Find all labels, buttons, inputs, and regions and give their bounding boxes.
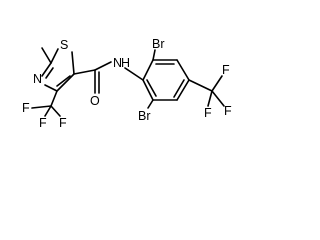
atom-f-c: F bbox=[59, 116, 67, 130]
atom-n3: N bbox=[33, 72, 42, 86]
atom-br-top: Br bbox=[152, 37, 165, 51]
bond-n3-c2 bbox=[41, 62, 52, 77]
bond-s1-c5 bbox=[71, 51, 75, 75]
atom-f-d: F bbox=[222, 63, 230, 77]
atom-f-f: F bbox=[204, 106, 212, 120]
bond-c1-c2b bbox=[142, 59, 154, 81]
atom-f-a: F bbox=[22, 101, 30, 115]
atom-br-bottom: Br bbox=[138, 109, 151, 123]
bond-c4b-c5b bbox=[176, 79, 190, 101]
bond-c4b-c5b-inner bbox=[173, 79, 185, 98]
bond-cf3-fc bbox=[50, 105, 61, 117]
atom-o: O bbox=[90, 94, 100, 108]
bond-c5-c4-double bbox=[56, 75, 71, 87]
bond-c4-n3 bbox=[44, 84, 58, 92]
bond-n-c1 bbox=[124, 67, 144, 81]
bond-cf3-fd bbox=[211, 75, 223, 92]
bond-c6b-c1 bbox=[142, 79, 154, 101]
bond-cf3-ff bbox=[207, 90, 213, 107]
bond-cf3-fb bbox=[44, 105, 52, 117]
bond-methyl-c2 bbox=[41, 47, 52, 64]
atom-f-b: F bbox=[39, 116, 47, 130]
atom-f-e: F bbox=[224, 104, 232, 118]
bond-lines bbox=[31, 47, 225, 117]
bond-c6b-c1-inner bbox=[146, 79, 157, 97]
bond-cf3-fa bbox=[31, 105, 52, 109]
chemical-structure-diagram: S N F F F N H O Br Br F F F bbox=[22, 37, 232, 130]
atom-s1: S bbox=[60, 38, 68, 52]
atom-labels: S N F F F N H O Br Br F F F bbox=[22, 37, 232, 130]
bond-cf3-fe bbox=[211, 90, 225, 107]
bond-c3b-c4b bbox=[176, 59, 190, 81]
atom-nh: N bbox=[113, 56, 122, 70]
bond-c5-c4 bbox=[56, 73, 75, 92]
bond-c4b-cf3 bbox=[188, 79, 213, 92]
bond-c6b-br bbox=[147, 99, 154, 109]
bond-n3-c2-double bbox=[45, 67, 54, 79]
atom-h-on-n: H bbox=[121, 56, 130, 70]
bond-c2-s1 bbox=[50, 48, 59, 64]
bond-camide-n bbox=[94, 61, 112, 71]
bond-c2b-br bbox=[152, 49, 156, 61]
bond-c5-camide bbox=[73, 69, 96, 75]
bond-c4-cf3 bbox=[50, 90, 58, 107]
